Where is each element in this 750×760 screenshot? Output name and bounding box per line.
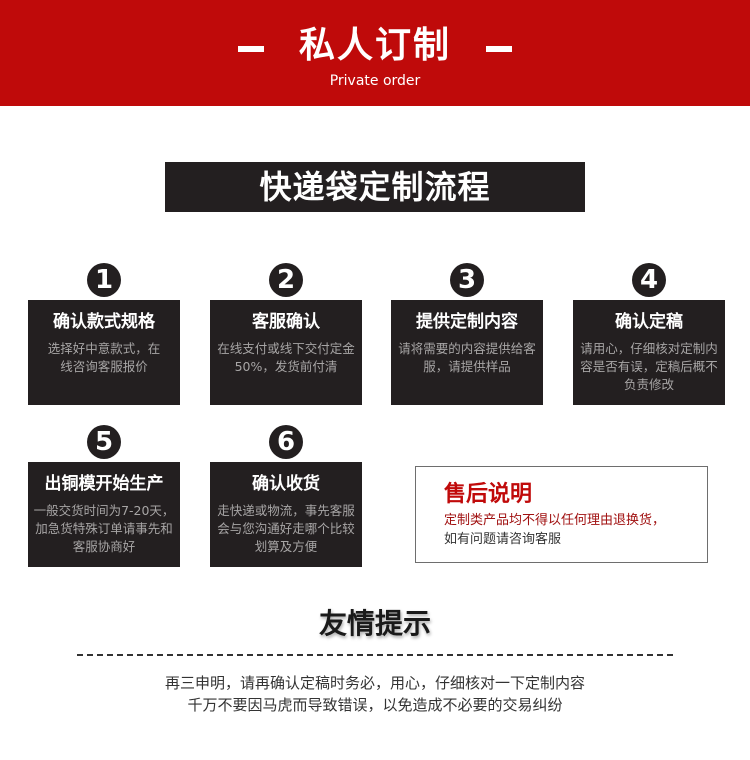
step-card-4: 确认定稿 请用心，仔细核对定制内容是否有误，定稿后概不负责修改 bbox=[573, 300, 725, 405]
step-title: 客服确认 bbox=[252, 312, 320, 332]
tips-line-1: 再三申明，请再确认定稿时务必，用心，仔细核对一下定制内容 bbox=[164, 674, 585, 692]
after-sales-notice: 售后说明 定制类产品均不得以任何理由退换货， 如有问题请咨询客服 bbox=[415, 466, 708, 563]
step-desc: 在线支付或线下交付定金50%，发货前付清 bbox=[217, 341, 355, 374]
header-banner: 私人订制 Private order bbox=[0, 0, 750, 106]
step-card-1: 确认款式规格 选择好中意款式，在线咨询客服报价 bbox=[28, 300, 180, 405]
step-card-2: 客服确认 在线支付或线下交付定金50%，发货前付清 bbox=[210, 300, 362, 405]
step-desc: 请将需要的内容提供给客服，请提供样品 bbox=[398, 341, 536, 374]
step-title: 确认收货 bbox=[252, 474, 320, 494]
banner-title: 私人订制 bbox=[298, 25, 451, 66]
step-number-badge: 6 bbox=[269, 425, 303, 459]
after-sales-title: 售后说明 bbox=[444, 482, 533, 507]
banner-dash-left bbox=[238, 46, 264, 52]
step-title: 提供定制内容 bbox=[416, 312, 518, 332]
banner-dash-right bbox=[486, 46, 512, 52]
step-title: 确认定稿 bbox=[615, 312, 683, 332]
step-number-badge: 1 bbox=[87, 263, 121, 297]
banner-subtitle: Private order bbox=[329, 73, 421, 89]
after-sales-policy: 定制类产品均不得以任何理由退换货， bbox=[444, 513, 666, 528]
step-card-5: 出铜模开始生产 一般交货时间为7-20天，加急货特殊订单请事先和客服协商好 bbox=[28, 462, 180, 567]
step-number-badge: 4 bbox=[632, 263, 666, 297]
step-desc: 请用心，仔细核对定制内容是否有误，定稿后概不负责修改 bbox=[580, 341, 718, 392]
step-desc: 选择好中意款式，在线咨询客服报价 bbox=[47, 341, 161, 374]
tips-line-2: 千万不要因马虎而导致错误，以免造成不必要的交易纠纷 bbox=[187, 696, 563, 714]
dashed-divider bbox=[77, 654, 673, 656]
step-title: 出铜模开始生产 bbox=[44, 474, 164, 494]
step-number-badge: 2 bbox=[269, 263, 303, 297]
step-number-badge: 3 bbox=[450, 263, 484, 297]
step-title: 确认款式规格 bbox=[53, 312, 155, 332]
step-number-badge: 5 bbox=[87, 425, 121, 459]
step-desc: 一般交货时间为7-20天，加急货特殊订单请事先和客服协商好 bbox=[33, 503, 175, 554]
tips-title: 友情提示 bbox=[318, 607, 431, 640]
step-card-6: 确认收货 走快递或物流，事先客服会与您沟通好走哪个比较划算及方便 bbox=[210, 462, 362, 567]
step-card-3: 提供定制内容 请将需要的内容提供给客服，请提供样品 bbox=[391, 300, 543, 405]
step-desc: 走快递或物流，事先客服会与您沟通好走哪个比较划算及方便 bbox=[217, 503, 355, 554]
tips-text: 再三申明，请再确认定稿时务必，用心，仔细核对一下定制内容 千万不要因马虎而导致错… bbox=[0, 672, 750, 716]
flow-title: 快递袋定制流程 bbox=[165, 162, 585, 212]
after-sales-contact: 如有问题请咨询客服 bbox=[444, 532, 562, 547]
